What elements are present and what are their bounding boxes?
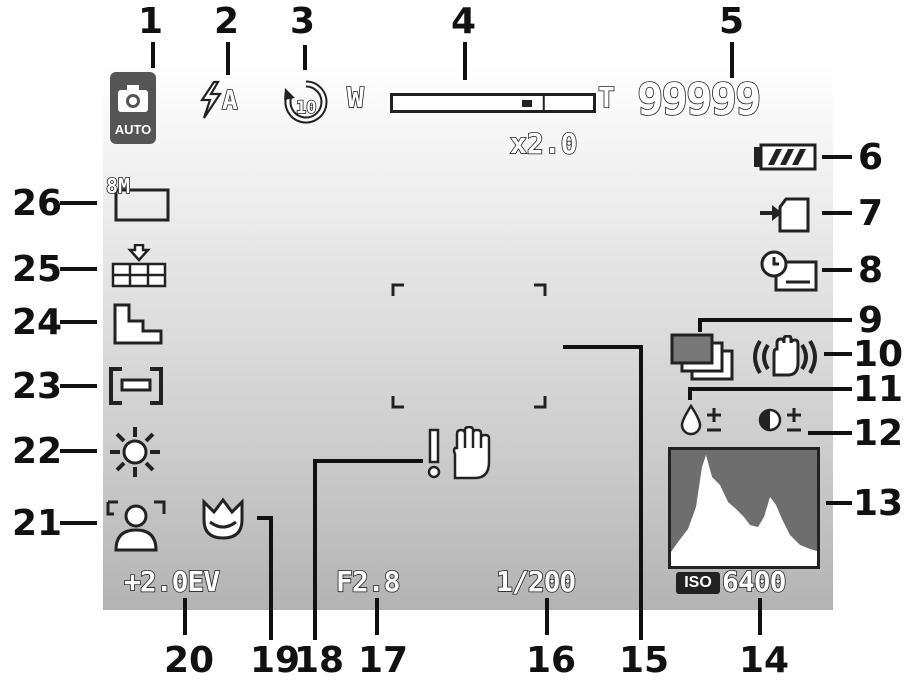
zoom-bar-icon (390, 92, 596, 114)
quality-icon (110, 243, 168, 288)
face-detect-icon (104, 498, 168, 552)
zoom-tele-label: T (597, 81, 615, 114)
white-balance-icon (108, 425, 162, 479)
callout-11: 11 (853, 369, 904, 410)
iso-value: 6400 (721, 565, 787, 598)
callout-25: 25 (12, 249, 63, 290)
macro-icon (196, 496, 250, 544)
saturation-icon (680, 403, 728, 436)
histogram-icon (668, 447, 820, 569)
callout-12: 12 (853, 413, 904, 454)
callout-24: 24 (12, 302, 63, 343)
battery-icon (752, 143, 818, 171)
resolution-label: 8M (105, 174, 131, 198)
callout-14: 14 (739, 640, 790, 681)
focus-frame-icon (390, 282, 548, 410)
callout-18: 18 (294, 640, 345, 681)
callout-15: 15 (619, 640, 670, 681)
callout-3: 3 (290, 1, 316, 42)
callout-2: 2 (214, 1, 240, 42)
callout-9: 9 (858, 300, 884, 341)
mode-badge-label: AUTO (114, 122, 152, 137)
zoom-wide-label: W (346, 81, 364, 114)
shots-remaining: 99999 (636, 74, 762, 125)
callout-23: 23 (12, 366, 63, 407)
metering-icon (108, 366, 164, 406)
callout-8: 8 (858, 250, 884, 291)
resolution-icon: 8M (105, 174, 172, 224)
iso-badge: ISO (676, 572, 720, 594)
callout-16: 16 (526, 640, 577, 681)
aperture: F2.8 (335, 565, 401, 598)
date-stamp-icon (758, 250, 820, 294)
callout-20: 20 (164, 640, 215, 681)
memory-card-icon (758, 195, 818, 235)
callout-7: 7 (858, 193, 884, 234)
zoom-ratio: x2.0 (509, 127, 578, 160)
callout-13: 13 (853, 483, 904, 524)
self-timer-icon: 10 (282, 76, 330, 126)
anti-shake-icon (746, 334, 824, 379)
shake-warning-icon (425, 425, 497, 482)
shutter-speed: 1/200 (495, 565, 577, 598)
burst-icon (668, 333, 736, 383)
self-timer-label: 10 (295, 98, 317, 118)
sharpness-icon (112, 302, 164, 346)
callout-4: 4 (451, 1, 477, 42)
flash-mode-label: A (221, 86, 238, 116)
flash-auto-icon: A (196, 80, 256, 120)
contrast-icon (758, 404, 808, 436)
callout-22: 22 (12, 431, 63, 472)
callout-1: 1 (138, 1, 164, 42)
iso-label: ISO (684, 574, 712, 591)
callout-19: 19 (250, 640, 301, 681)
callout-26: 26 (12, 183, 63, 224)
callout-10: 10 (853, 334, 904, 375)
callout-5: 5 (719, 1, 745, 42)
camera-icon: AUTO (110, 72, 156, 144)
callout-6: 6 (858, 137, 884, 178)
exposure-compensation: +2.0EV (123, 565, 221, 598)
callout-21: 21 (12, 503, 63, 544)
callout-17: 17 (358, 640, 409, 681)
